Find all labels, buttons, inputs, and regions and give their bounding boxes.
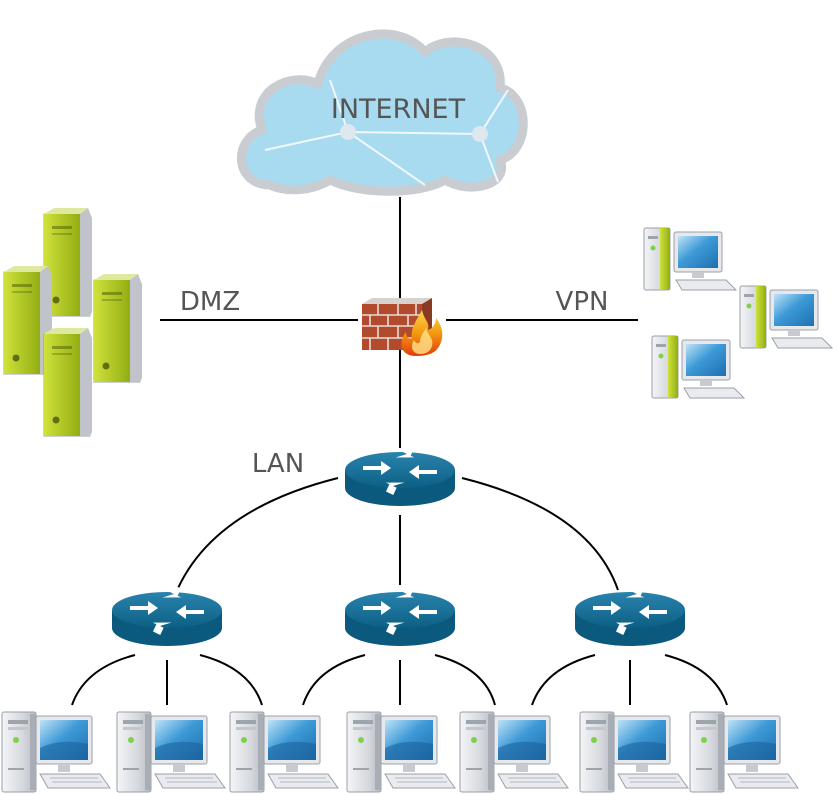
internet-label: INTERNET [331, 94, 466, 125]
computer-icon [579, 711, 689, 793]
connection-lines [71, 197, 728, 706]
dmz-servers [3, 207, 143, 437]
center-router-pc6-link [434, 654, 496, 706]
workstation-icon [651, 335, 745, 399]
router-icon [112, 582, 222, 646]
cloud-node [340, 124, 356, 140]
core-left-router-link [174, 477, 339, 596]
left-router-pc3-link [199, 654, 263, 706]
server-icon [43, 327, 93, 437]
computer-icon [459, 711, 569, 793]
right-router-pc9-link [664, 654, 728, 706]
core-router-icon [345, 442, 455, 506]
dmz-label: DMZ [180, 287, 240, 317]
computer-icon [116, 711, 226, 793]
center-router-pc4-link [302, 654, 366, 706]
workstation-icon [643, 227, 737, 291]
computer-icon [229, 711, 339, 793]
router-icon [575, 582, 685, 646]
right-router-pc7-link [531, 654, 596, 706]
firewall-icon [362, 298, 443, 356]
cloud-node [472, 126, 488, 142]
cloud-network-lines [264, 79, 509, 186]
vpn-computers [643, 227, 833, 399]
server-icon [93, 273, 143, 383]
core-right-router-link [461, 477, 619, 591]
lan-computers [1, 711, 799, 793]
vpn-label: VPN [556, 287, 609, 317]
internet-cloud: INTERNET [236, 29, 528, 196]
computer-icon [1, 711, 111, 793]
lan-label: LAN [252, 449, 304, 479]
workstation-icon [739, 285, 833, 349]
computer-icon [689, 711, 799, 793]
cloud-icon [236, 29, 528, 196]
left-router-pc1-link [71, 654, 136, 706]
computer-icon [346, 711, 456, 793]
router-icon [345, 582, 455, 646]
